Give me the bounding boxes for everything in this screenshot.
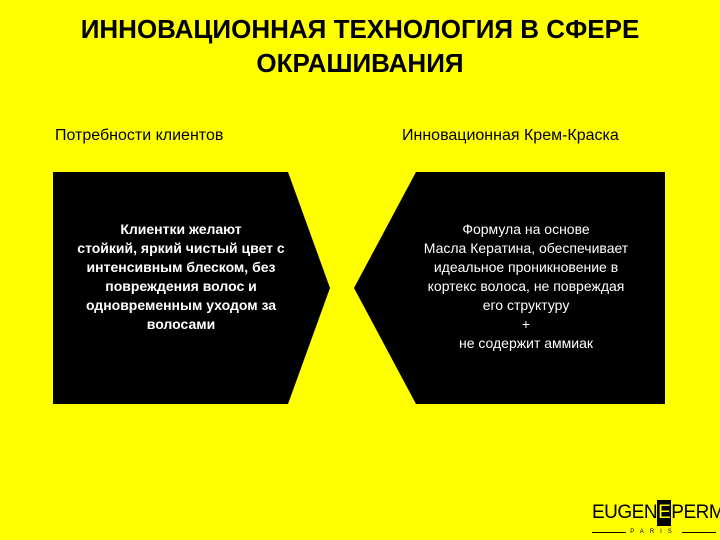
logo-tagline-text: PARIS <box>630 529 678 535</box>
logo-part-eugen: EUGEN <box>592 502 658 523</box>
text-line: его структуру <box>482 297 570 313</box>
client-needs-text: Клиентки желают стойкий, яркий чистый цв… <box>56 220 306 334</box>
text-line: + <box>521 316 531 332</box>
text-line: Формула на основе <box>462 221 590 237</box>
title-line-2: ОКРАШИВАНИЯ <box>256 48 464 78</box>
cream-formula-text: Формула на основе Масла Кератина, обеспе… <box>400 220 652 353</box>
text-line: интенсивным блеском, без <box>86 259 276 275</box>
logo-part-e-box: E <box>657 500 672 526</box>
tagline-rule-left <box>592 531 627 533</box>
text-line: волосами <box>146 316 216 332</box>
text-line: Масла Кератина, обеспечивает <box>423 240 629 256</box>
text-line: стойкий, яркий чистый цвет с <box>77 240 285 256</box>
text-line: кортекс волоса, не повреждая <box>427 278 625 294</box>
right-chevron-panel <box>354 172 665 404</box>
eugene-perma-logo: EUGENEPERMA PARIS <box>592 500 720 536</box>
text-line: повреждения волос и <box>105 278 257 294</box>
left-chevron-panel <box>53 172 330 404</box>
slide-title: ИННОВАЦИОННАЯ ТЕХНОЛОГИЯ В СФЕРЕ ОКРАШИВ… <box>0 12 720 80</box>
text-line: одновременным уходом за <box>85 297 277 313</box>
title-line-1: ИННОВАЦИОННАЯ ТЕХНОЛОГИЯ В СФЕРЕ <box>80 14 640 44</box>
text-line: Клиентки желают <box>120 221 242 237</box>
tagline-rule-right <box>681 531 716 533</box>
logo-part-perma: PERMA <box>671 502 720 523</box>
text-line: не содержит аммиак <box>458 335 594 351</box>
innovative-cream-heading: Инновационная Крем-Краска <box>402 127 619 144</box>
client-needs-heading: Потребности клиентов <box>55 127 224 144</box>
logo-tagline: PARIS <box>592 529 716 535</box>
logo-wordmark: EUGENEPERMA <box>592 500 720 526</box>
text-line: идеальное проникновение в <box>433 259 619 275</box>
